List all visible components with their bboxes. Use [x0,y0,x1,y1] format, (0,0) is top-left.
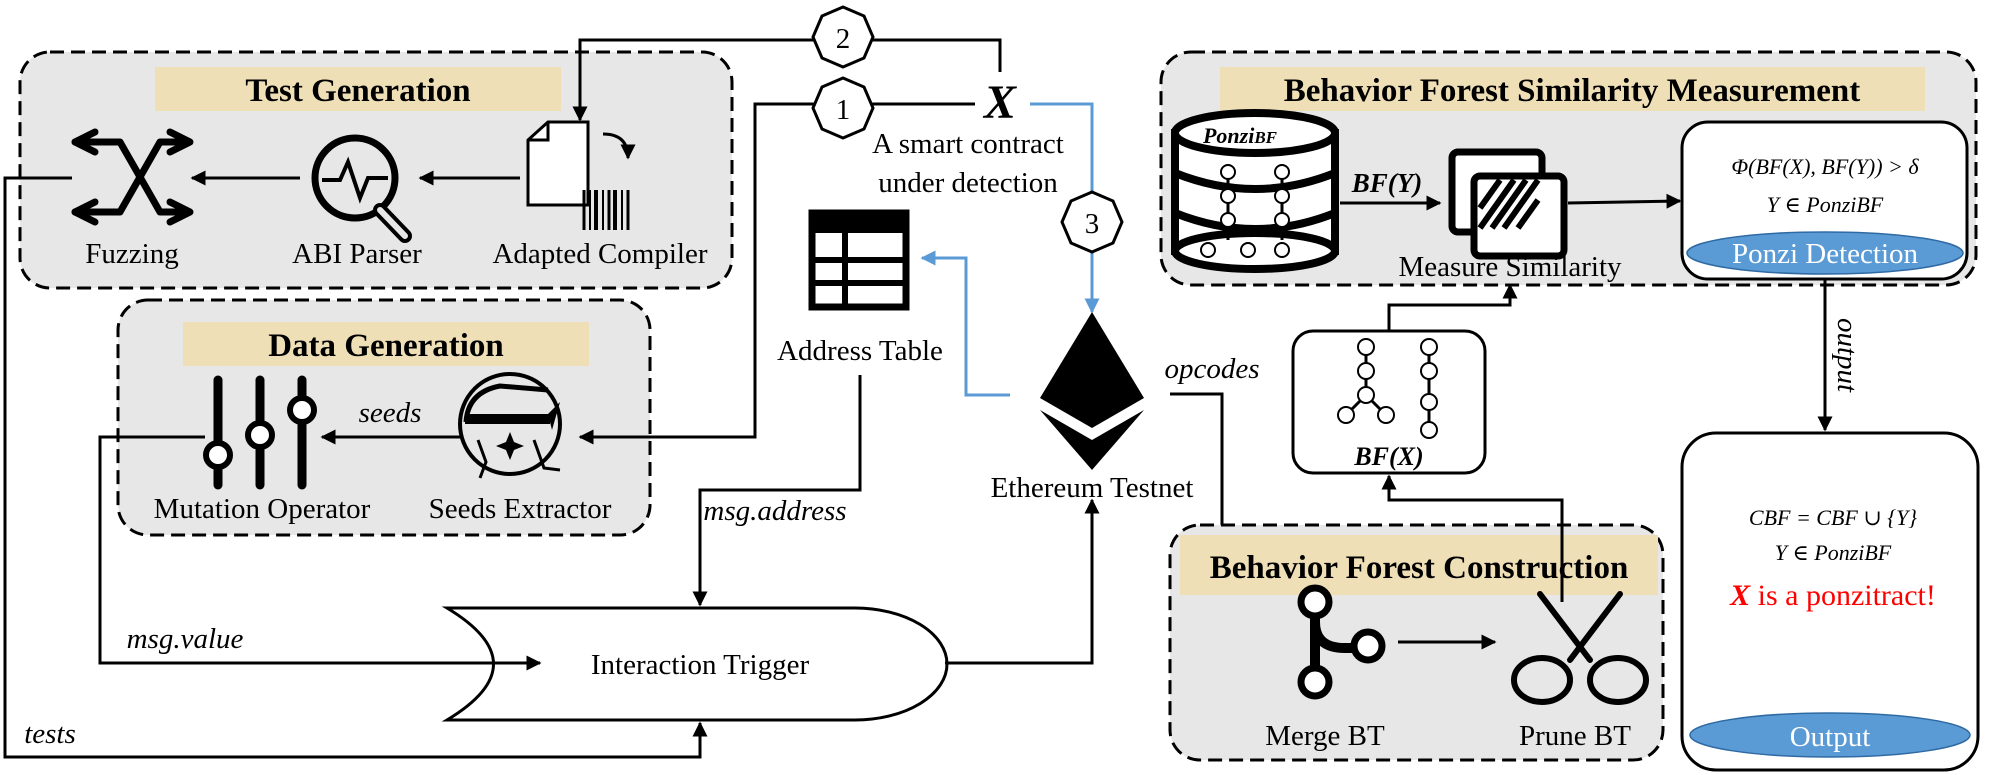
ethereum-testnet-label: Ethereum Testnet [991,472,1194,504]
compiler-icon [526,120,636,230]
construction-panel: Behavior Forest Construction Merge BT Pr… [1168,523,1665,762]
ponzi-detection-label: Ponzi Detection [1732,238,1919,270]
step-badge-1: 1 [811,76,875,140]
opcodes-edge-label: opcodes [1164,353,1259,385]
similarity-condition-1: Φ(BF(X), BF(Y)) > δ [1731,154,1919,179]
database-icon [1171,109,1339,273]
sliders-icon [203,375,317,490]
shuffle-icon [71,128,194,226]
bf-y-edge-label: BF(Y) [1351,168,1423,198]
scissors-icon [1511,591,1649,705]
contract-label-line-2: under detection [878,167,1058,199]
output-line-1: CBF = CBF ∪ {Y} [1749,505,1917,530]
step-badge-2: 2 [811,5,875,69]
ethereum-icon [1040,312,1144,470]
similarity-title: Behavior Forest Similarity Measurement [1284,73,1861,109]
svg-text:1: 1 [836,94,851,126]
magnifier-icon [311,134,412,243]
svg-text:3: 3 [1085,208,1100,240]
output-panel: CBF = CBF ∪ {Y} Y ∈ PonziBF X is a ponzi… [1680,431,1980,772]
address-table-icon [808,209,910,311]
seeds-edge-label: seeds [359,397,422,429]
seeds-extractor-label: Seeds Extractor [429,493,612,525]
similarity-panel: Behavior Forest Similarity Measurement P… [1159,50,1978,287]
test-generation-title: Test Generation [245,73,470,109]
bf-x-label: BF(X) [1353,442,1423,471]
abi-parser-label: ABI Parser [292,238,422,270]
mutation-operator-label: Mutation Operator [154,493,371,525]
bf-x-node: BF(X) [1291,329,1487,475]
prune-bt-label: Prune BT [1519,720,1631,752]
contract-label-line-1: A smart contract [872,128,1064,160]
data-generation-title: Data Generation [268,328,504,364]
step-badge-3: 3 [1060,190,1124,254]
test-generation-panel: Test Generation Fuzzing ABI Parser [18,50,734,290]
merge-icon [1297,584,1386,700]
seed-extractor-icon [458,372,562,479]
database-label: PonziBF [1202,123,1278,148]
data-generation-panel: Data Generation Mutation Operator Seeds … [116,298,652,537]
tests-edge-label: tests [24,718,76,750]
merge-bt-label: Merge BT [1265,720,1385,752]
similarity-condition-2: Y ∈ PonziBF [1767,192,1884,217]
address-table-label: Address Table [777,335,943,367]
msg-value-edge-label: msg.value [127,623,244,655]
output-button-label: Output [1790,721,1871,753]
output-line-2: Y ∈ PonziBF [1775,540,1892,565]
measure-similarity-label: Measure Similarity [1398,251,1622,283]
interaction-trigger-node: Interaction Trigger [441,606,949,722]
construction-title: Behavior Forest Construction [1210,550,1629,586]
contract-symbol: X [982,76,1017,129]
fuzzing-label: Fuzzing [85,238,178,270]
msg-address-edge-label: msg.address [703,495,846,527]
ponzi-detection-button[interactable]: Ponzi Detection [1686,231,1964,275]
svg-text:2: 2 [836,23,851,55]
output-edge-label: output [1831,318,1863,393]
adapted-compiler-label: Adapted Compiler [492,238,707,270]
compare-icon [1448,148,1568,260]
output-result: X is a ponzitract! [1729,579,1936,612]
interaction-trigger-label: Interaction Trigger [591,649,810,681]
output-button[interactable]: Output [1689,712,1971,758]
